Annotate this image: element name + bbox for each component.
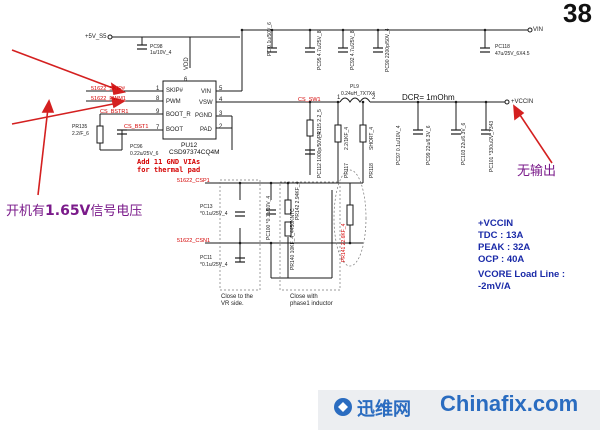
spec-rail: +VCCIN <box>478 218 514 229</box>
ic-pin-vdd-num: 6 <box>184 77 188 83</box>
ic-pin-bootr-num: 9 <box>156 109 160 115</box>
pc13-value: *0.1u/25V_4 <box>200 211 228 217</box>
annotation-no-output: 无输出 <box>517 164 557 179</box>
pc11-value: *0.1u/25V_4 <box>200 262 228 268</box>
spec-ocp: OCP : 40A <box>478 254 525 265</box>
ic-pin-skip-num: 1 <box>156 86 160 92</box>
pl9-value: 0.24uH_7X7X4 <box>341 91 375 97</box>
ic-pin-vin-name: VIN <box>201 89 212 95</box>
pc96-ref: PC96 <box>130 144 143 150</box>
ic-pin-pgnd-name: PGND <box>195 113 213 119</box>
ic-pin-vsw-name: VSW <box>199 100 213 106</box>
pr118-value: SHORT_4 <box>369 127 375 150</box>
pc92-label: PC92 4.7u/25V_8 <box>350 30 356 71</box>
chinafix-logo-icon <box>334 398 352 416</box>
pl9-ref: PL9 <box>350 84 359 90</box>
vr-side-note: Close to the VR side. <box>221 294 254 308</box>
dcr-label: DCR= 1mOhm <box>402 93 455 102</box>
rail-vccin-label: +VCCIN <box>511 99 534 105</box>
pc90-label: PC90 2200p/50V_4 <box>385 28 391 72</box>
net-bst: CS_BST1 <box>124 124 149 130</box>
rail-vin-label: VIN <box>533 27 544 33</box>
pl9-pin1: 1 <box>337 95 341 101</box>
pr141-label: PR141 22.6KF_4 <box>341 223 347 262</box>
pc-input-ref: PC 0.1u/50V_6 <box>267 22 273 56</box>
pl9-pin2: 2 <box>372 95 376 101</box>
spec-loadline: VCORE Load Line : <box>478 269 566 280</box>
pr142-label: PR142 2.94KF_4 <box>295 181 301 220</box>
ic-pin-pwm-num: 8 <box>156 96 160 102</box>
annotation-1-65v: 开机有1.65V信号电压 <box>6 203 143 219</box>
spec-loadline-value: -2mV/A <box>478 281 511 292</box>
ic-ref: PU12 <box>181 142 198 149</box>
pr135-value: 2.2/F_6 <box>72 131 89 137</box>
pc98-ref: PC98 <box>150 44 163 50</box>
watermark-cn: 迅维网 <box>357 399 411 420</box>
thermal-pad-note: Add 11 GND VIAs for thermal pad <box>137 158 201 175</box>
pc99-label: PC99 22u/6.3V_6 <box>426 125 432 166</box>
pc11-ref: PC11 <box>200 255 213 261</box>
pc112-label: PC112 1000p/50V_4 <box>317 131 323 178</box>
net-pwm: 51622_PWM1 <box>91 96 126 102</box>
ic-pin-skip-name: SKIP# <box>166 88 184 94</box>
ic-pin-vsw-num: 4 <box>219 97 223 103</box>
spec-tdc: TDC : 13A <box>478 230 524 241</box>
pc101-label: PC101 *330u/2V_7343 <box>489 120 495 172</box>
watermark-banner <box>318 390 600 430</box>
pr117-value: 2.2/1KF_4 <box>344 126 350 150</box>
ic-pin-pwm-name: PWM <box>166 99 181 105</box>
pr117-ref: PR117 <box>344 163 350 178</box>
ic-pin-pgnd-num: 3 <box>219 111 223 117</box>
pc97-label: PC97 0.1u/10V_4 <box>396 125 402 166</box>
inductor-note: Close with phase1 inductor <box>290 294 333 308</box>
pc100-label: PC100 *0.1u/10V_4 <box>266 195 272 240</box>
ic-pin-pad-name: PAD <box>200 127 212 133</box>
watermark-en: Chinafix.com <box>440 391 579 416</box>
pc103-label: PC103 22u/6.3V_6 <box>461 122 467 165</box>
pc96-value: 0.22u/25V_6 <box>130 151 159 157</box>
pr135-ref: PR135 <box>72 124 88 130</box>
pc95-label: PC95 4.7u/25V_8 <box>317 30 323 71</box>
net-csp: 51622_CSP1 <box>177 178 210 184</box>
pr140-label: PR140 10KF_4_4450KNTC <box>290 208 296 270</box>
pc118-value: 47u/25V_6X4.5 <box>495 51 530 57</box>
spec-peak: PEAK : 32A <box>478 242 531 253</box>
net-bstr: CS_BSTR1 <box>100 109 129 115</box>
ic-pin-vin-num: 5 <box>219 86 223 92</box>
pc13-ref: PC13 <box>200 204 213 210</box>
pc98-value: 1u/10V_4 <box>150 50 172 56</box>
rail-5v-label: +5V_S5 <box>85 34 107 40</box>
ic-pin-pad-num: 2 <box>219 124 223 130</box>
ic-pin-bootr-name: BOOT_R <box>166 112 191 118</box>
pc118-ref: PC118 <box>495 44 510 50</box>
page-number: 38 <box>563 0 592 28</box>
ic-pin-boot-num: 7 <box>156 125 160 131</box>
ic-part: CSD97374CQ4M <box>169 149 220 156</box>
pr118-ref: PR118 <box>369 163 375 178</box>
net-sw: CS_SW1 <box>298 97 321 103</box>
ic-pin-boot-name: BOOT <box>166 127 184 133</box>
ic-pin-vdd-name: VDD <box>184 57 190 70</box>
net-skip: 51622_SKIP# <box>91 86 125 92</box>
net-csn: 51622_CSN1 <box>177 238 211 244</box>
